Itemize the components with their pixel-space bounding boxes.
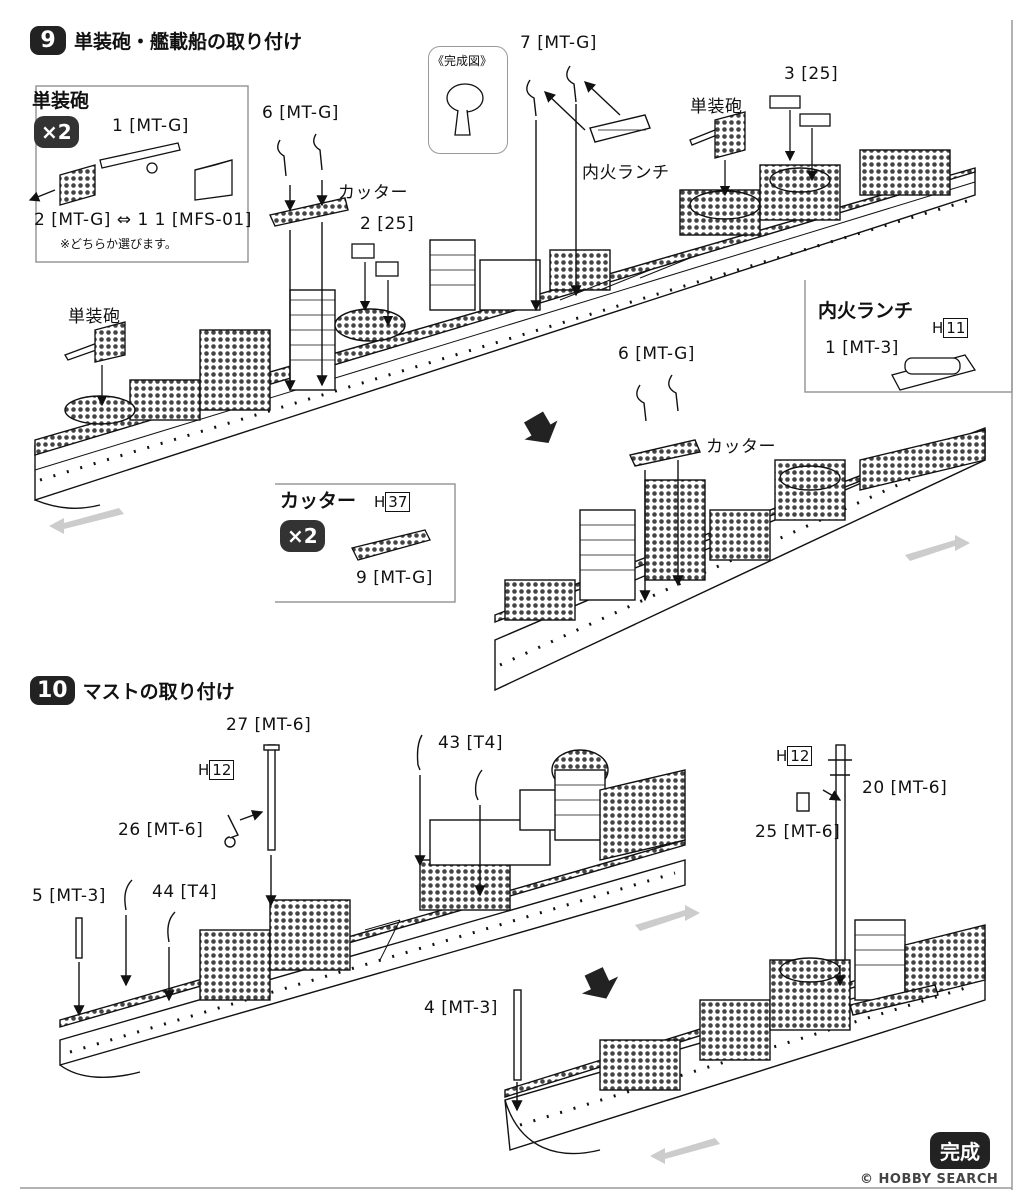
inset-gun-part-barrel: 1 [MT-G]: [112, 116, 189, 136]
inset-launch-part: 1 [MT-3]: [825, 338, 899, 358]
completed-view-drawing: [446, 83, 484, 136]
step9-header: 9 単装砲・艦載船の取り付け: [30, 26, 302, 55]
label-part25: 25 [MT-6]: [755, 822, 841, 842]
h-ref-left: 12: [209, 760, 235, 780]
label-part43: 43 [T4]: [438, 733, 504, 753]
parts-step10-left: [73, 734, 486, 1017]
inset-gun-part-choice: 2 [MT-G] ⇔ 1 1 [MFS-01]: [34, 210, 252, 230]
down-arrow-step9: [523, 411, 558, 443]
inset-cutter-part: 9 [MT-G]: [356, 568, 433, 588]
label-part4: 4 [MT-3]: [424, 998, 498, 1018]
label-cutter-top: カッター: [338, 183, 408, 203]
label-part26: 26 [MT-6]: [118, 820, 204, 840]
down-arrow-step10: [581, 967, 619, 999]
direction-arrow-right-1: [905, 535, 970, 561]
label-part3: 3 [25]: [784, 64, 839, 84]
watermark: © HOBBY SEARCH: [860, 1172, 999, 1187]
completed-view-frame: [428, 46, 508, 154]
inset-launch-h-prefix: H: [932, 319, 944, 337]
step9-title: 単装砲・艦載船の取り付け: [74, 31, 303, 53]
label-part5: 5 [MT-3]: [32, 886, 106, 906]
davits-6-top: [269, 133, 349, 392]
completed-view-label: 《完成図》: [432, 54, 493, 68]
label-part6-top: 6 [MT-G]: [262, 103, 339, 123]
h-prefix-right: H: [776, 747, 788, 765]
label-cutter-lower: カッター: [706, 437, 776, 457]
step10-header: 10 マストの取り付け: [30, 676, 235, 705]
inset-gun-frame: [35, 85, 249, 263]
h-prefix-left: H: [198, 761, 210, 779]
gun-right-drawing: [689, 111, 746, 197]
parts-step10-right: [511, 744, 852, 1112]
gun-left-drawing: [64, 321, 126, 407]
inset-launch-h-ref: 11: [943, 318, 969, 338]
label-part27: 27 [MT-6]: [226, 715, 312, 735]
direction-arrow-right-2: [635, 905, 700, 931]
inset-cutter-qty: ×2: [280, 520, 325, 552]
inset-gun-qty: ×2: [34, 116, 79, 148]
inset-launch-title: 内火ランチ: [818, 300, 914, 322]
inset-gun-drawings: [28, 142, 233, 206]
part-2-25: [351, 243, 399, 327]
label-part6-lower: 6 [MT-G]: [618, 344, 695, 364]
step10-title: マストの取り付け: [82, 681, 235, 703]
label-part2: 2 [25]: [360, 214, 415, 234]
inset-cutter-title: カッター: [280, 490, 357, 512]
direction-arrow-left-1: [49, 508, 124, 534]
h-ref-right: 12: [787, 746, 813, 766]
label-gun-right: 単装砲: [690, 97, 743, 117]
inset-cutter-h-ref: 37: [385, 492, 411, 512]
step9-number: 9: [30, 26, 66, 55]
ship-step9-main: [34, 149, 976, 509]
label-part7: 7 [MT-G]: [520, 33, 597, 53]
ship-step10-right: [504, 919, 986, 1155]
ship-step9-lower: [494, 374, 986, 692]
inset-gun-title: 単装砲: [32, 90, 90, 112]
label-part44: 44 [T4]: [152, 882, 218, 902]
label-gun-left: 単装砲: [68, 307, 121, 327]
inset-cutter-frame: [275, 483, 456, 603]
label-part20: 20 [MT-6]: [862, 778, 948, 798]
cutter-inset-drawing: [351, 529, 431, 561]
inset-cutter-h-prefix: H: [374, 493, 386, 511]
part-3-25: [769, 95, 831, 182]
step10-number: 10: [30, 676, 75, 705]
launch-inset-drawing: [891, 354, 977, 391]
direction-arrow-left-2: [650, 1138, 720, 1164]
ship-step10-left: [59, 749, 686, 1079]
davits-7-launch: [526, 65, 651, 312]
inset-gun-note: ※どちらか選びます。: [60, 237, 177, 251]
label-launch: 内火ランチ: [582, 163, 670, 183]
finish-badge: 完成: [930, 1132, 990, 1169]
